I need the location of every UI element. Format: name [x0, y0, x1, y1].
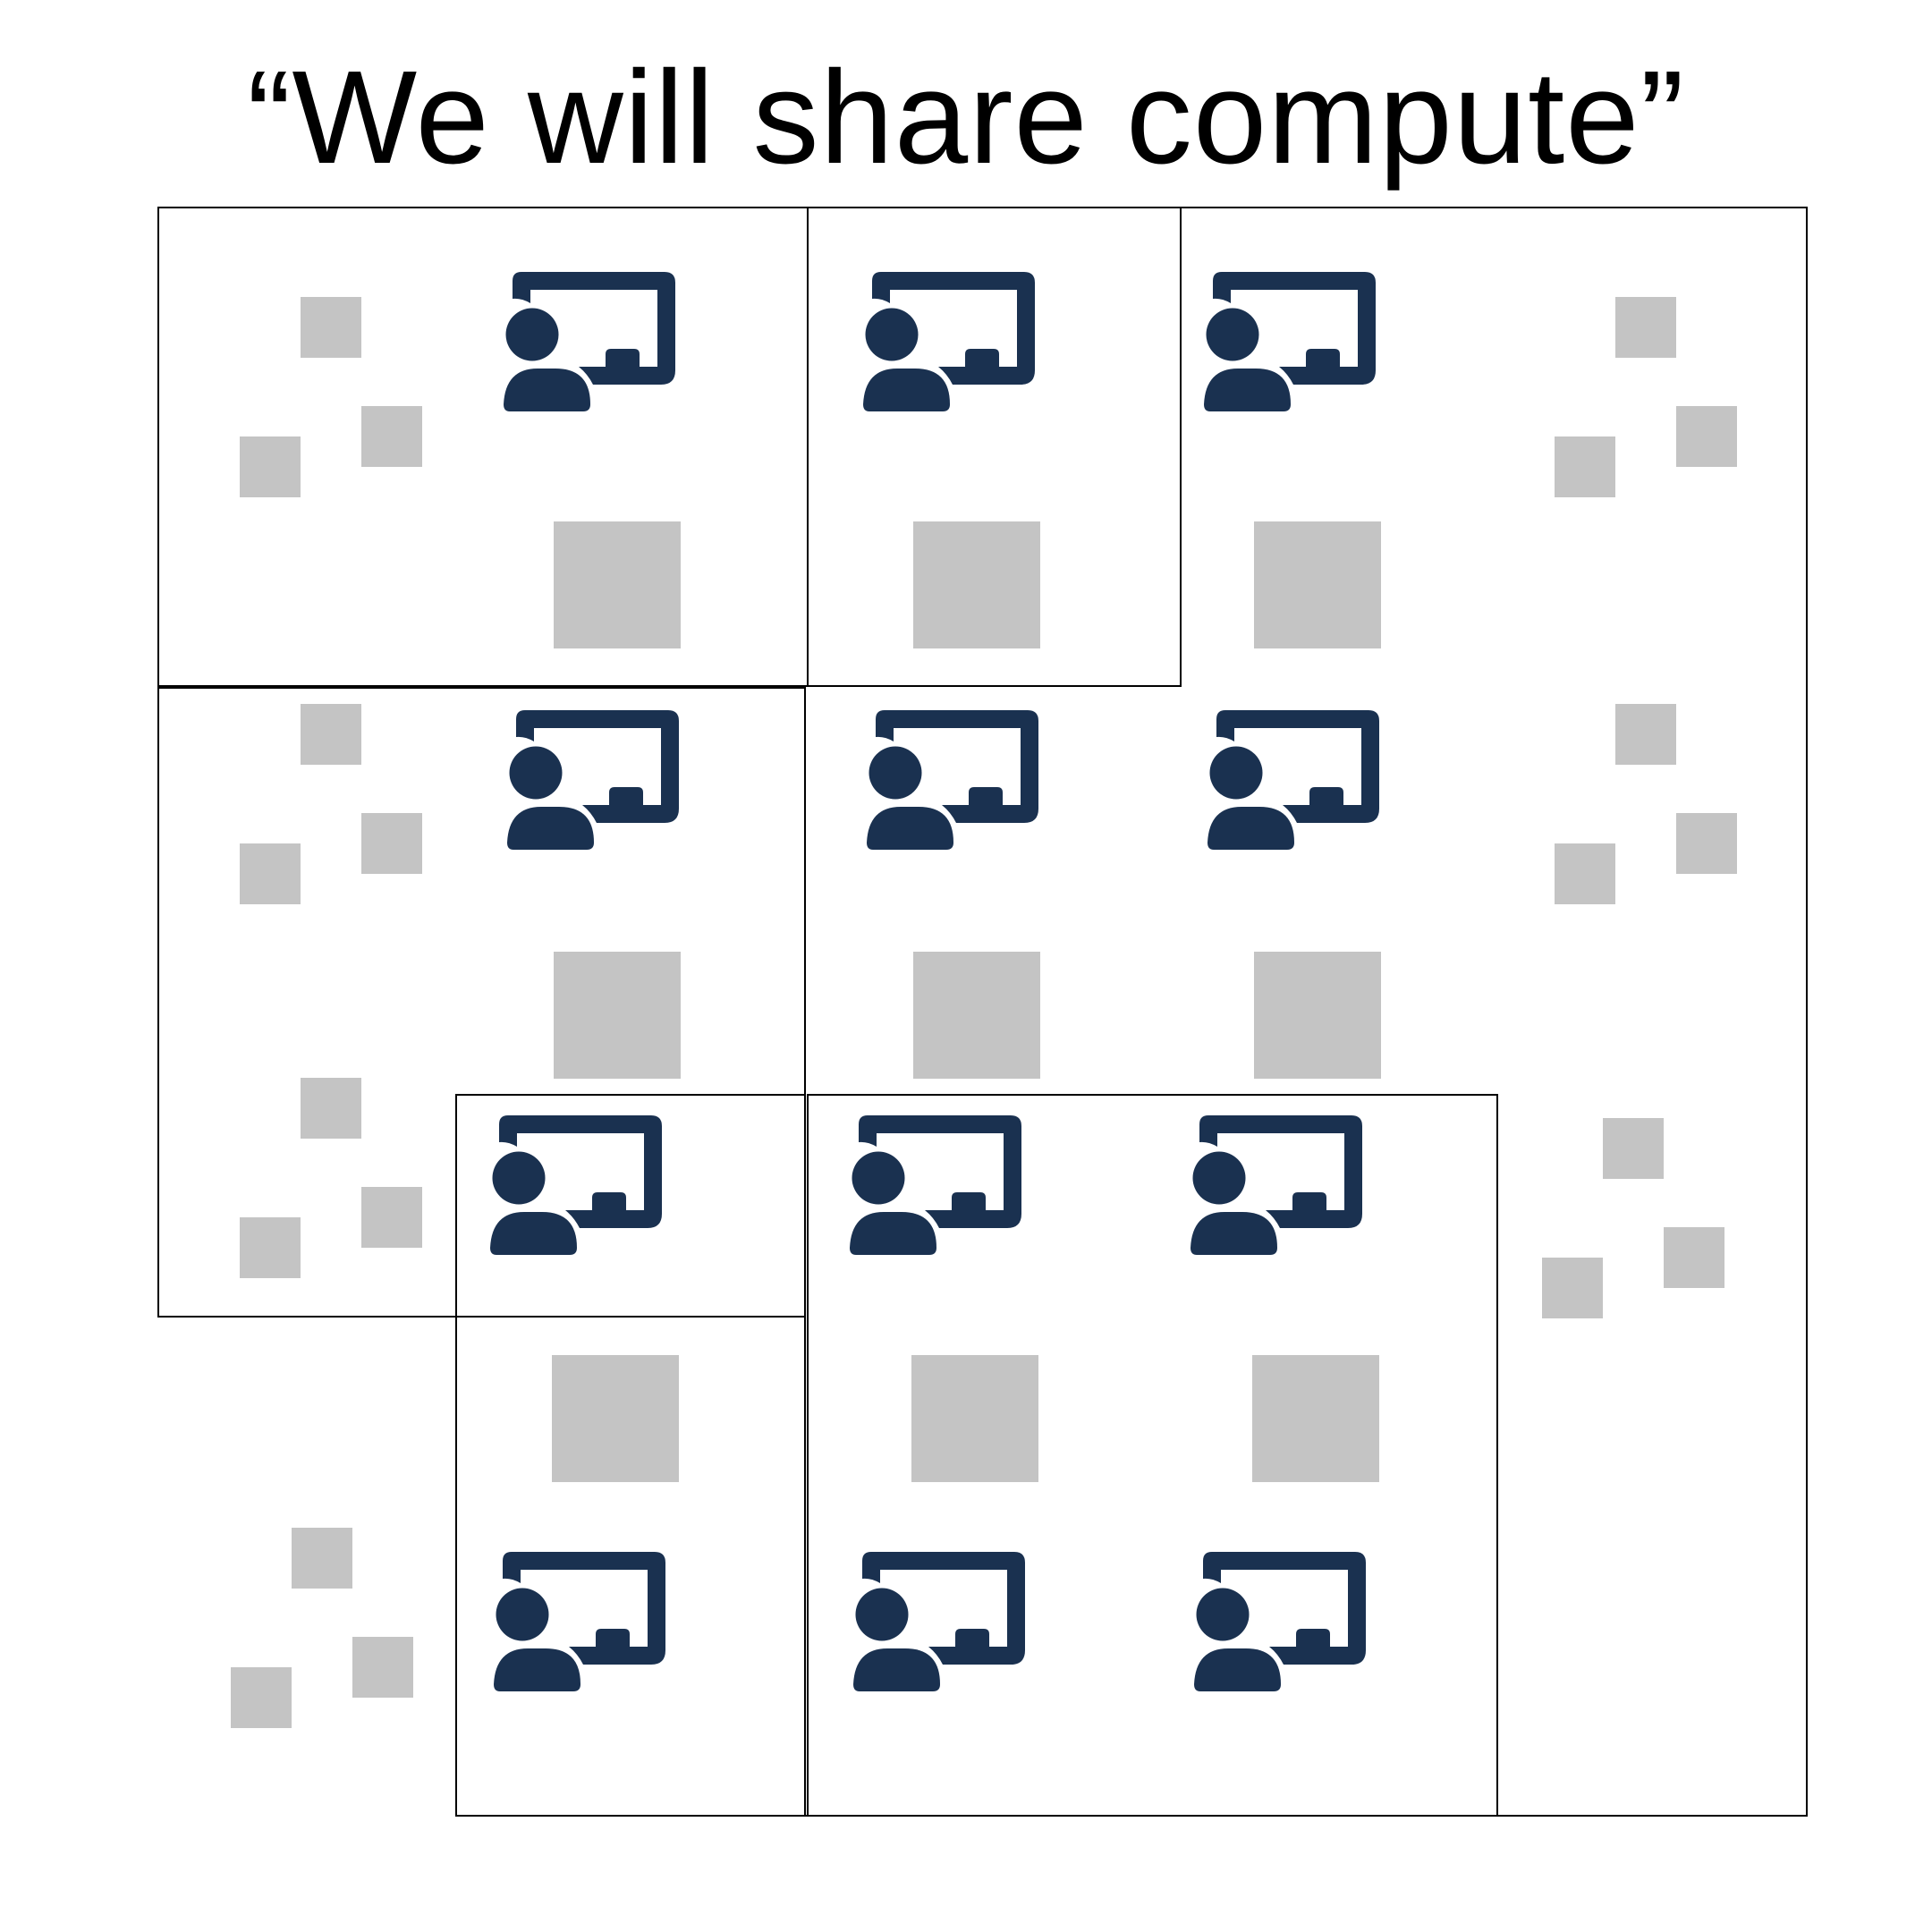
presenter-at-screen-icon: [494, 1552, 665, 1691]
compute-chip: [1542, 1258, 1603, 1318]
compute-chip: [1676, 406, 1737, 467]
compute-block: [1252, 1355, 1379, 1482]
compute-chip: [301, 297, 361, 358]
group-border: [455, 1094, 806, 1817]
compute-block: [554, 952, 681, 1079]
compute-block: [913, 521, 1040, 648]
presenter-at-screen-icon: [490, 1115, 662, 1255]
presenter-at-screen-icon: [1204, 272, 1376, 411]
group-border: [807, 1094, 1498, 1817]
compute-chip: [240, 1217, 301, 1278]
compute-chip: [1676, 813, 1737, 874]
compute-chip: [240, 436, 301, 497]
group-border: [807, 207, 1182, 687]
compute-block: [552, 1355, 679, 1482]
compute-chip: [1555, 843, 1615, 904]
compute-chip: [292, 1528, 352, 1589]
compute-chip: [1615, 297, 1676, 358]
compute-block: [913, 952, 1040, 1079]
compute-chip: [231, 1667, 292, 1728]
presenter-at-screen-icon: [507, 710, 679, 850]
diagram-title: “We will share compute”: [247, 44, 1685, 191]
compute-chip: [301, 1078, 361, 1139]
presenter-at-screen-icon: [1208, 710, 1379, 850]
compute-chip: [301, 704, 361, 765]
compute-block: [1254, 952, 1381, 1079]
compute-chip: [240, 843, 301, 904]
compute-chip: [1603, 1118, 1664, 1179]
presenter-at-screen-icon: [504, 272, 675, 411]
compute-chip: [361, 1187, 422, 1248]
compute-chip: [361, 406, 422, 467]
presenter-at-screen-icon: [867, 710, 1038, 850]
compute-chip: [352, 1637, 413, 1698]
compute-chip: [361, 813, 422, 874]
compute-chip: [1664, 1227, 1724, 1288]
compute-block: [1254, 521, 1381, 648]
compute-chip: [1615, 704, 1676, 765]
compute-block: [911, 1355, 1038, 1482]
presenter-at-screen-icon: [853, 1552, 1025, 1691]
compute-block: [554, 521, 681, 648]
presenter-at-screen-icon: [1191, 1115, 1362, 1255]
presenter-at-screen-icon: [850, 1115, 1021, 1255]
compute-chip: [1555, 436, 1615, 497]
presenter-at-screen-icon: [863, 272, 1035, 411]
presenter-at-screen-icon: [1194, 1552, 1366, 1691]
